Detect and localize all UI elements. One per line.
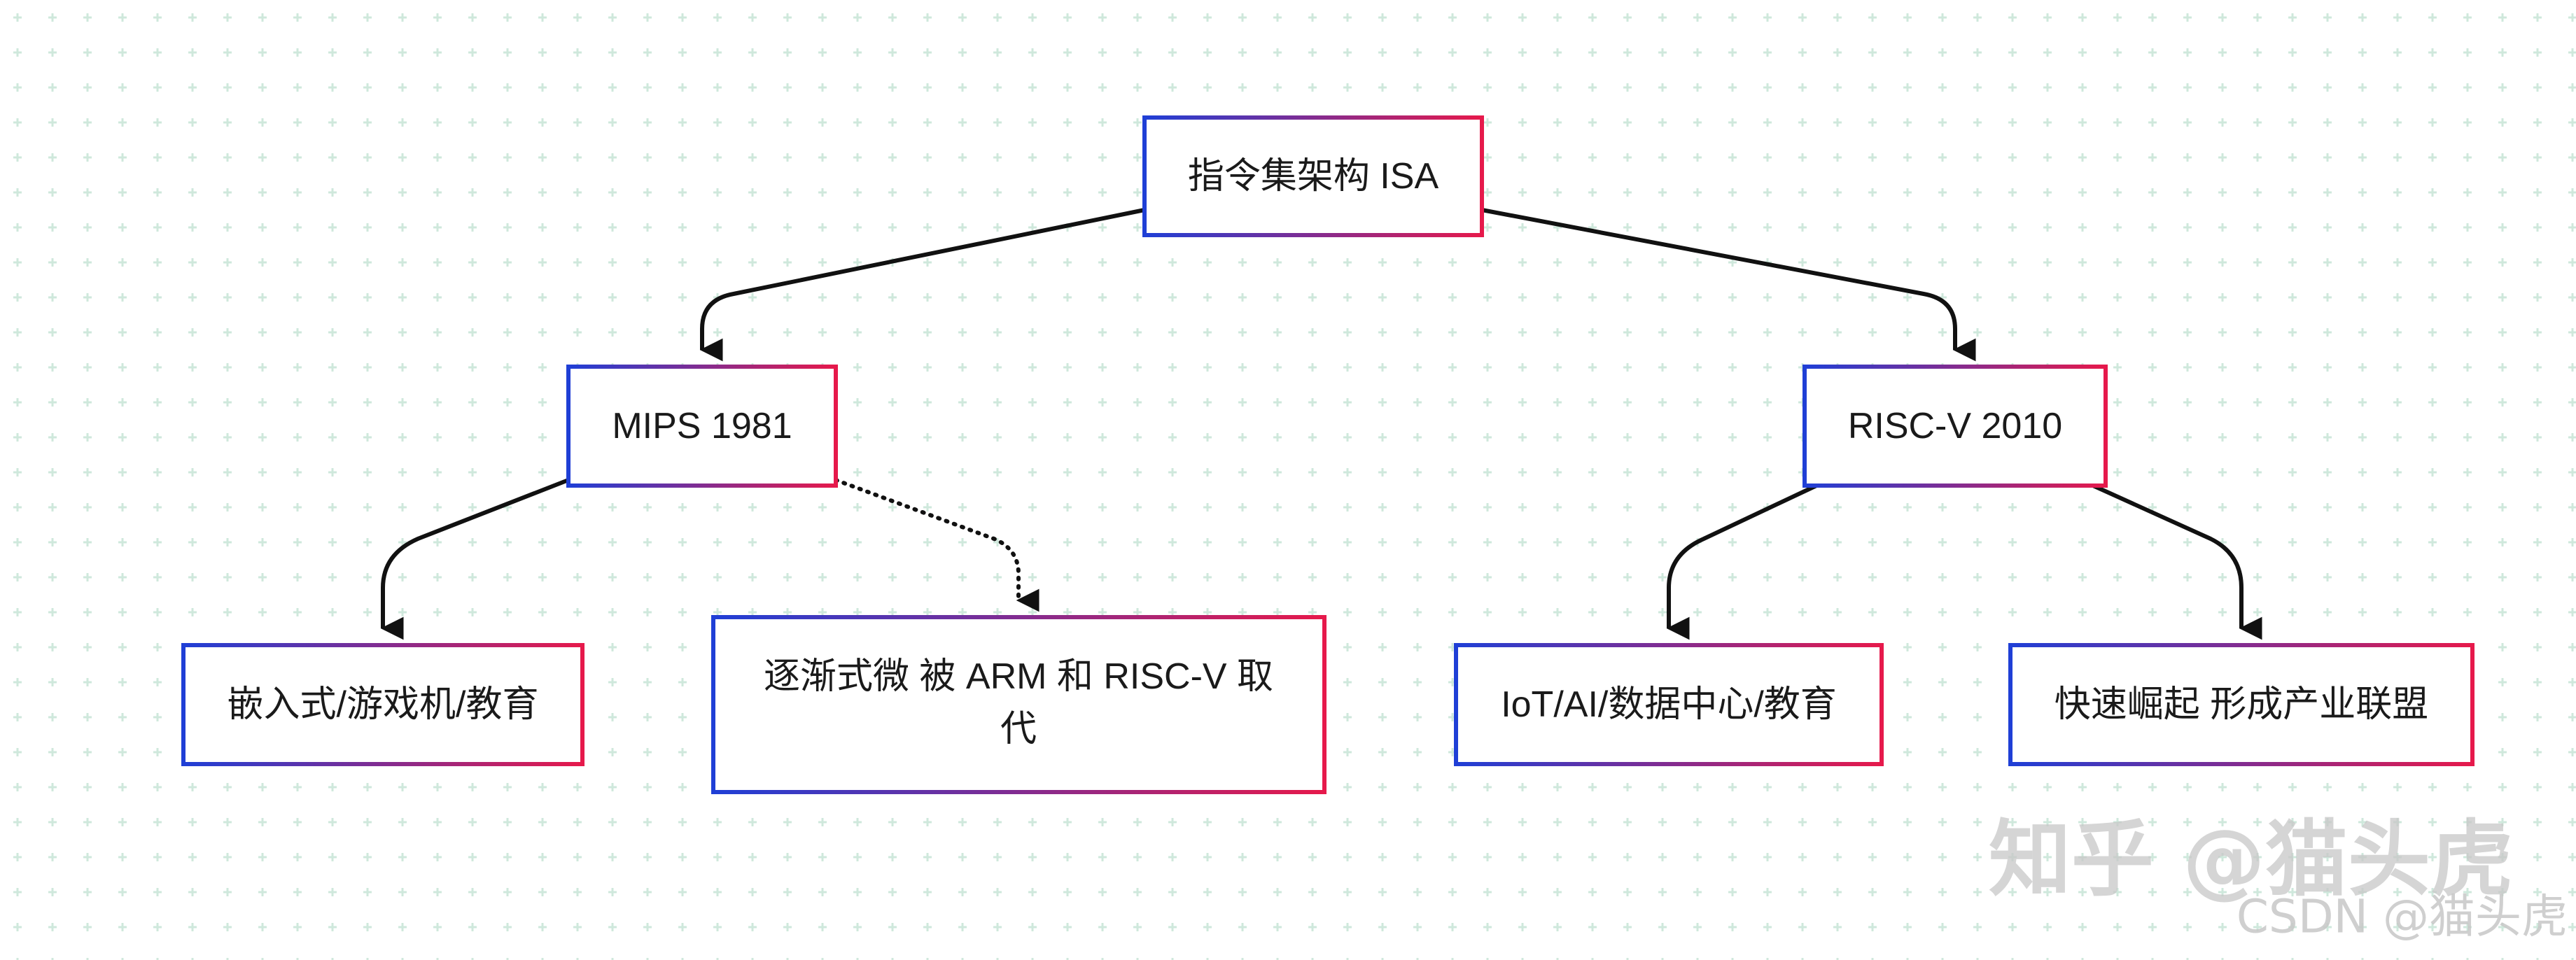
node-mips-use: 嵌入式/游戏机/教育 (181, 643, 584, 766)
edge-mips-to-mips_use (380, 478, 570, 640)
node-mips-label: MIPS 1981 (612, 406, 792, 446)
edge-riscv-to-riscv_rise (2092, 483, 2262, 640)
watermark-zhihu: 知乎 @猫头虎 (1989, 811, 2513, 908)
node-riscv: RISC-V 2010 (1802, 365, 2108, 488)
node-mips-fate-label-line2: 代 (1000, 709, 1037, 749)
node-mips-fate: 逐渐式微 被 ARM 和 RISC-V 取 代 (711, 615, 1326, 794)
node-mips-fate-label-line1: 逐渐式微 被 ARM 和 RISC-V 取 (764, 656, 1273, 697)
edges (380, 208, 2262, 640)
node-mips: MIPS 1981 (566, 365, 838, 488)
edge-isa-to-mips (699, 208, 1145, 362)
node-isa: 指令集架构 ISA (1142, 115, 1484, 237)
node-riscv-use: IoT/AI/数据中心/教育 (1454, 643, 1884, 766)
node-isa-label: 指令集架构 ISA (1188, 156, 1439, 197)
edge-riscv-to-riscv_use (1666, 483, 1818, 640)
node-mips-use-label: 嵌入式/游戏机/教育 (227, 684, 539, 725)
watermark: 知乎 @猫头虎 CSDN @猫头虎 (1989, 811, 2568, 944)
node-riscv-rise-label: 快速崛起 形成产业联盟 (2054, 684, 2428, 725)
edge-mips-to-mips_fate (834, 478, 1040, 612)
watermark-csdn: CSDN @猫头虎 (2236, 890, 2568, 944)
node-riscv-label: RISC-V 2010 (1848, 406, 2062, 446)
nodes: 指令集架构 ISA MIPS 1981 RISC-V 2010 嵌入式/游戏机/… (181, 115, 2474, 794)
node-riscv-rise: 快速崛起 形成产业联盟 (2008, 643, 2474, 766)
edge-isa-to-riscv (1481, 208, 1976, 362)
node-riscv-use-label: IoT/AI/数据中心/教育 (1501, 684, 1837, 725)
